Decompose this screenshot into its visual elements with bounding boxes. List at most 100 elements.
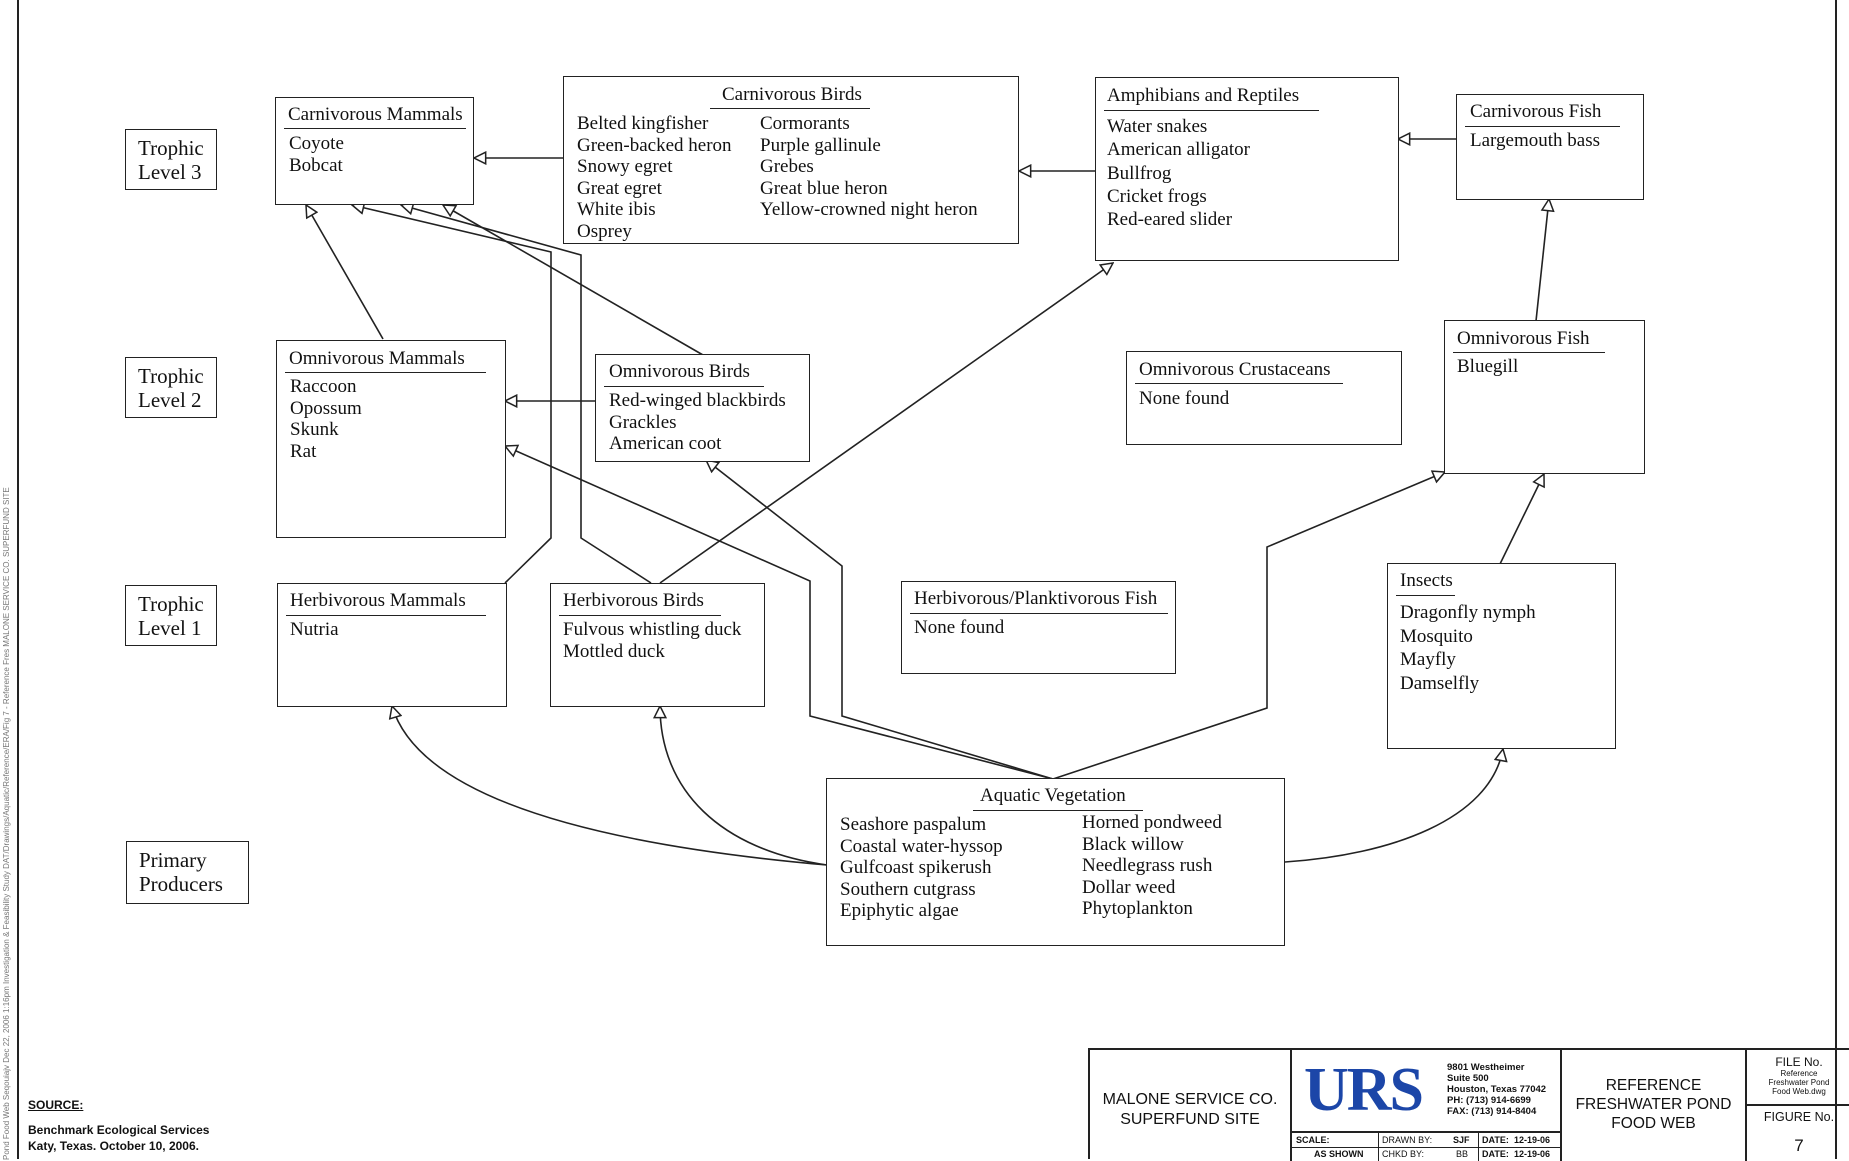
title-underline bbox=[1396, 595, 1455, 596]
level-label-line: Producers bbox=[139, 872, 223, 896]
chkd-by-label: CHKD BY: bbox=[1382, 1149, 1425, 1159]
drawing-title-line: FOOD WEB bbox=[1611, 1115, 1696, 1132]
species-item: Snowy egret bbox=[577, 156, 673, 177]
species-item: None found bbox=[1139, 388, 1230, 409]
species-item: Water snakes bbox=[1107, 116, 1208, 137]
level-label-line: Trophic bbox=[138, 136, 204, 160]
file-no-line: Food Web.dwg bbox=[1772, 1087, 1826, 1096]
site-name-line: MALONE SERVICE CO. bbox=[1102, 1091, 1278, 1108]
species-item: Red-winged blackbirds bbox=[609, 390, 786, 411]
drawing-title-line: FRESHWATER POND bbox=[1575, 1096, 1732, 1113]
node-title: Omnivorous Fish bbox=[1457, 328, 1590, 349]
date-label: DATE: bbox=[1482, 1149, 1509, 1159]
species-item: Bobcat bbox=[289, 154, 343, 176]
title-underline bbox=[1135, 383, 1343, 384]
title-underline bbox=[910, 613, 1168, 614]
edge-veg-to-omni-fish bbox=[1052, 472, 1445, 780]
node-items: Bluegill bbox=[1457, 356, 1518, 378]
species-item: Southern cutgrass bbox=[840, 878, 976, 900]
edge-veg-to-herb-birds bbox=[660, 706, 828, 866]
species-item: Raccoon bbox=[290, 376, 357, 397]
scale-label: SCALE: bbox=[1296, 1135, 1330, 1145]
node-herbivorous-birds: Herbivorous Birds Fulvous whistling duck… bbox=[550, 583, 765, 707]
date-value: 12-19-06 bbox=[1514, 1135, 1551, 1145]
species-item: Dollar weed bbox=[1082, 876, 1176, 898]
species-item: Horned pondweed bbox=[1082, 812, 1222, 833]
edge-omni-birds-to-carn-mammals bbox=[443, 205, 704, 356]
species-item: Nutria bbox=[290, 619, 339, 640]
figure-divider bbox=[1747, 1104, 1849, 1106]
drawing-title-line: REFERENCE bbox=[1605, 1077, 1702, 1094]
address-line: Suite 500 bbox=[1447, 1073, 1489, 1084]
node-carnivorous-fish: Carnivorous Fish Largemouth bass bbox=[1456, 94, 1644, 200]
node-omnivorous-fish: Omnivorous Fish Bluegill bbox=[1444, 320, 1645, 474]
source-line: Katy, Texas. October 10, 2006. bbox=[28, 1139, 199, 1153]
node-items-col1: Seashore paspalum Coastal water-hyssop G… bbox=[840, 814, 1003, 922]
node-carnivorous-mammals: Carnivorous Mammals Coyote Bobcat bbox=[275, 97, 474, 205]
scale-col-divider bbox=[1378, 1133, 1379, 1161]
edge-herb-birds-to-carn-mammals bbox=[401, 205, 652, 584]
date-value: 12-19-06 bbox=[1514, 1149, 1551, 1159]
node-title: Herbivorous Birds bbox=[563, 590, 704, 611]
species-item: None found bbox=[914, 617, 1005, 638]
figure-no-label: FIGURE No. bbox=[1763, 1110, 1835, 1124]
species-item: Purple gallinule bbox=[760, 134, 881, 156]
title-underline bbox=[1104, 110, 1319, 111]
edge-veg-to-insects bbox=[1284, 749, 1503, 863]
node-omnivorous-birds: Omnivorous Birds Red-winged blackbirds G… bbox=[595, 354, 810, 462]
node-carnivorous-birds: Carnivorous Birds Belted kingfisher Gree… bbox=[563, 76, 1019, 244]
edge-herb-birds-to-amphibians bbox=[659, 263, 1113, 584]
species-item: Osprey bbox=[577, 220, 632, 242]
node-items-col2: Cormorants Purple gallinule Grebes Great… bbox=[760, 113, 978, 221]
node-title: Omnivorous Mammals bbox=[289, 348, 465, 369]
edge-omni-fish-to-carn-fish bbox=[1535, 199, 1549, 322]
species-item: Red-eared slider bbox=[1107, 209, 1233, 231]
species-item: Phytoplankton bbox=[1082, 898, 1193, 919]
edge-veg-to-omni-mammals bbox=[505, 446, 1054, 780]
company-logo-area: URS 9801 Westheimer Suite 500 Houston, T… bbox=[1292, 1050, 1562, 1133]
file-no-line: Freshwater Pond bbox=[1768, 1078, 1830, 1087]
address-line: Houston, Texas 77042 bbox=[1447, 1084, 1547, 1095]
edge-herb-mammals-to-carn-mammals bbox=[352, 205, 552, 584]
species-item: Cormorants bbox=[760, 113, 850, 134]
figure-no-value: 7 bbox=[1794, 1136, 1804, 1155]
chkd-by-value: BB bbox=[1456, 1149, 1469, 1159]
edge-insects-to-omni-fish bbox=[1499, 474, 1544, 565]
node-title: Carnivorous Fish bbox=[1470, 101, 1602, 122]
level-label-trophic-3: Trophic Level 3 bbox=[125, 129, 217, 190]
node-title: Amphibians and Reptiles bbox=[1107, 85, 1300, 106]
title-underline bbox=[1465, 126, 1620, 127]
file-no-label: FILE No. bbox=[1775, 1055, 1823, 1069]
edge-veg-to-omni-birds bbox=[706, 460, 1054, 780]
node-omnivorous-mammals: Omnivorous Mammals Raccoon Opossum Skunk… bbox=[276, 340, 506, 538]
species-item: Mosquito bbox=[1400, 625, 1473, 647]
company-address: 9801 Westheimer Suite 500 Houston, Texas… bbox=[1447, 1062, 1546, 1117]
level-label-trophic-2: Trophic Level 2 bbox=[125, 357, 217, 418]
species-item: White ibis bbox=[577, 199, 656, 220]
species-item: Opossum bbox=[290, 397, 362, 419]
title-underline bbox=[284, 128, 466, 129]
scale-and-signoff: SCALE: AS SHOWN DRAWN BY: SJF CHKD BY: B… bbox=[1292, 1133, 1562, 1161]
node-title: Omnivorous Crustaceans bbox=[1139, 359, 1331, 380]
species-item: Fulvous whistling duck bbox=[563, 619, 742, 640]
species-item: Black willow bbox=[1082, 833, 1184, 855]
species-item: Coyote bbox=[289, 133, 344, 154]
scale-value: AS SHOWN bbox=[1314, 1149, 1364, 1159]
edge-veg-to-herb-mammals bbox=[392, 706, 828, 866]
urs-logo: URS bbox=[1304, 1056, 1424, 1124]
node-omnivorous-crustaceans: Omnivorous Crustaceans None found bbox=[1126, 351, 1402, 445]
title-underline bbox=[559, 615, 721, 616]
node-items: None found bbox=[914, 617, 1004, 639]
species-item: American alligator bbox=[1107, 139, 1250, 161]
species-item: Rat bbox=[290, 440, 317, 462]
source-note: SOURCE: Benchmark Ecological Services Ka… bbox=[28, 1098, 209, 1154]
species-item: Grebes bbox=[760, 156, 814, 177]
node-items-col1: Belted kingfisher Green-backed heron Sno… bbox=[577, 113, 732, 242]
node-insects: Insects Dragonfly nymph Mosquito Mayfly … bbox=[1387, 563, 1616, 749]
node-herbivorous-planktivorous-fish: Herbivorous/Planktivorous Fish None foun… bbox=[901, 581, 1176, 674]
species-item: Gulfcoast spikerush bbox=[840, 857, 992, 878]
drawn-by-value: SJF bbox=[1453, 1135, 1470, 1145]
site-name-line: SUPERFUND SITE bbox=[1120, 1111, 1260, 1128]
species-item: Skunk bbox=[290, 419, 339, 440]
